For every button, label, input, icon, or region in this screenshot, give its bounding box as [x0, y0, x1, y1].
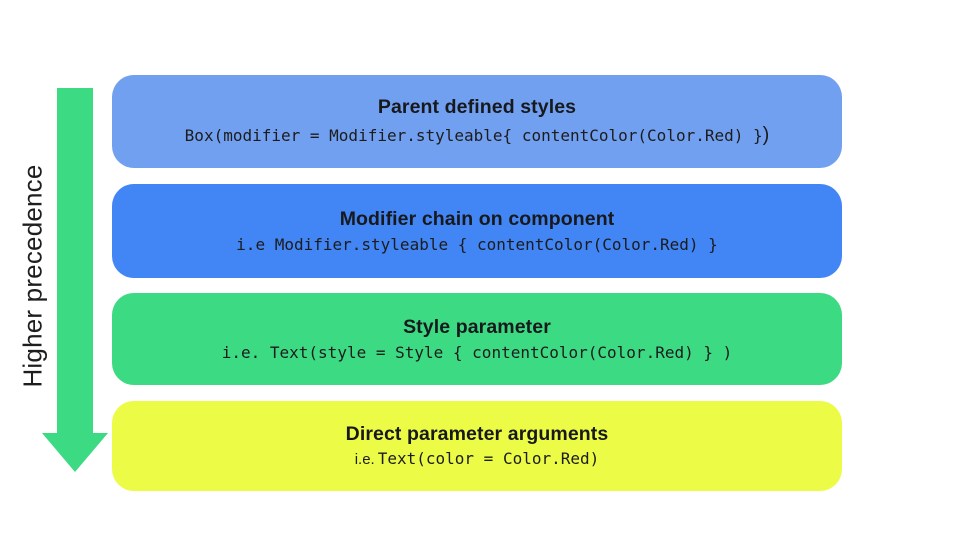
box-title: Parent defined styles: [377, 96, 577, 119]
precedence-box-direct-parameters: Direct parameter arguments i.e.Text(colo…: [112, 401, 842, 491]
box-code: Box(modifier = Modifier.styleable{ conte…: [185, 123, 770, 147]
box-code-text: i.e Modifier.styleable { contentColor(Co…: [236, 234, 718, 254]
box-code-prefix: i.e.: [354, 451, 375, 469]
box-title: Direct parameter arguments: [345, 422, 609, 445]
precedence-box-style-parameter: Style parameter i.e. Text(style = Style …: [112, 293, 842, 385]
down-arrow-icon: [42, 88, 108, 472]
box-code-text: Box(modifier = Modifier.styleable{ conte…: [184, 125, 763, 145]
box-title: Style parameter: [403, 316, 551, 339]
precedence-box-modifier-chain: Modifier chain on component i.e Modifier…: [112, 184, 842, 278]
precedence-box-parent-defined-styles: Parent defined styles Box(modifier = Mod…: [112, 75, 842, 168]
box-code: i.e. Text(style = Style { contentColor(C…: [222, 343, 733, 362]
box-code-suffix: ): [762, 123, 770, 146]
down-arrow-shape: [42, 88, 108, 472]
box-code-text: i.e. Text(style = Style { contentColor(C…: [221, 342, 733, 362]
box-code: i.e Modifier.styleable { contentColor(Co…: [236, 235, 718, 254]
box-title: Modifier chain on component: [339, 208, 615, 231]
box-code-text: Text(color = Color.Red): [377, 449, 600, 469]
box-code: i.e.Text(color = Color.Red): [355, 449, 600, 469]
